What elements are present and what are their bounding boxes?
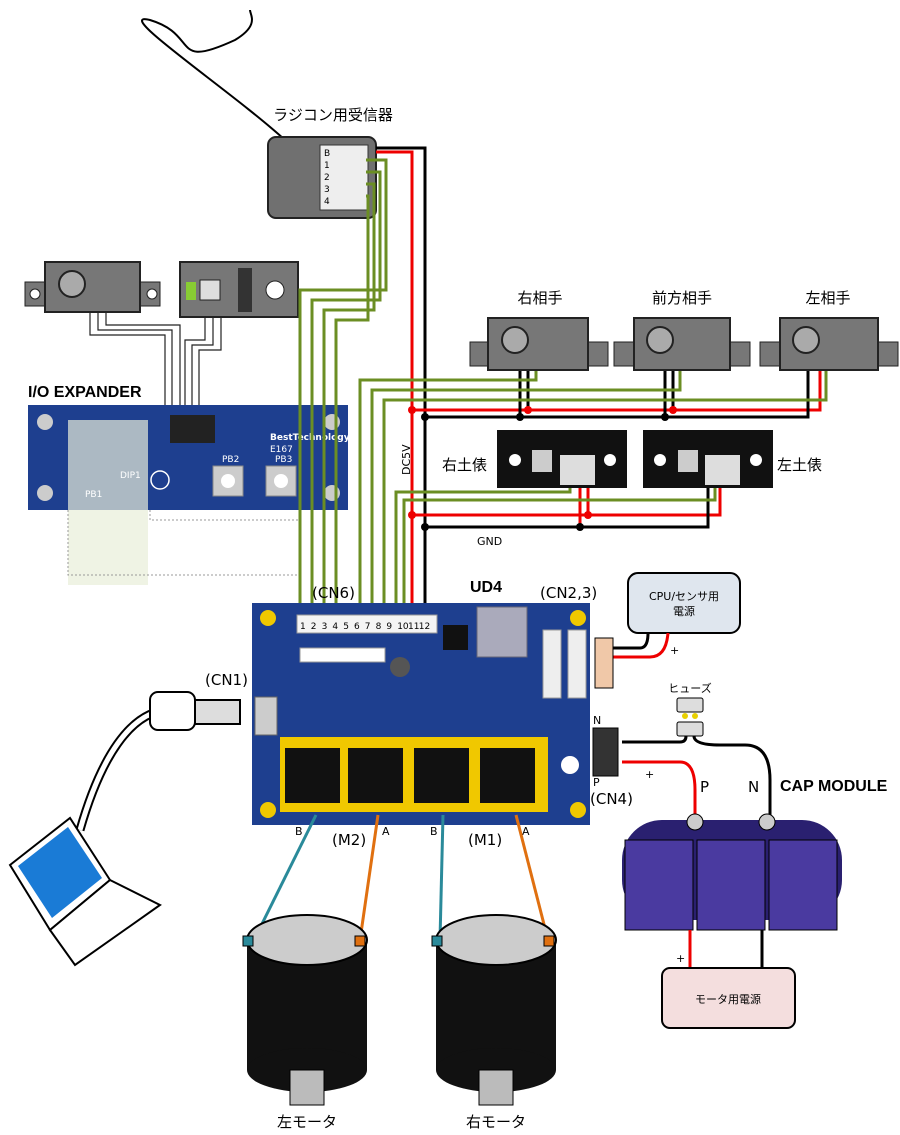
sensor-label: 右相手	[517, 289, 562, 307]
io-expander-title: I/O EXPANDER	[28, 384, 142, 401]
ring-sensor-right	[497, 430, 627, 488]
cn2-connector	[594, 637, 614, 689]
sensor-label: 左土俵	[777, 456, 822, 474]
cn6-pin-label: 9	[386, 622, 392, 632]
receiver-title: ラジコン用受信器	[273, 106, 393, 124]
brand-text: BestTechnology	[270, 433, 350, 443]
dip-label: DIP1	[120, 471, 141, 481]
dc5v-label: DC5V	[400, 444, 413, 475]
button-label: PB3	[275, 455, 292, 465]
cn4-p-label: P	[593, 776, 600, 789]
signal-wires	[298, 158, 828, 615]
cn6-pin-label: 5	[343, 622, 349, 632]
m2-a-label: A	[382, 825, 390, 838]
motor-power-label: モータ用電源	[695, 992, 761, 1006]
cn6-pin-label: 10	[397, 622, 409, 632]
rc-receiver	[267, 136, 377, 219]
pin-label: 4	[324, 197, 330, 207]
cn6-pin-label: 2	[311, 622, 317, 632]
laptop-icon	[8, 816, 162, 967]
cn1-label: (CN1)	[205, 671, 248, 689]
pin-label: 3	[324, 185, 330, 195]
cn6-pin-label: 7	[365, 622, 371, 632]
cn6-pin-label: 11	[408, 622, 419, 632]
sensor-label: 左相手	[805, 289, 850, 307]
io-expander-board	[28, 405, 348, 585]
motor-label: 左モータ	[277, 1113, 337, 1131]
fuse	[676, 697, 704, 737]
cpu-power-label: 電源	[673, 604, 695, 618]
cn4-connector	[592, 727, 619, 777]
m1-label: (M1)	[468, 831, 502, 849]
m2-label: (M2)	[332, 831, 366, 849]
cap-module-title: CAP MODULE	[780, 778, 888, 795]
gnd-label: GND	[477, 535, 502, 548]
right-motor	[431, 914, 557, 1106]
motor-label: 右モータ	[466, 1113, 526, 1131]
m1-b-label: B	[430, 825, 438, 838]
cpu-power-supply	[627, 572, 741, 634]
cn23-label: (CN2,3)	[540, 584, 597, 602]
button-label: PB2	[222, 455, 239, 465]
left-motor	[242, 914, 368, 1106]
usb-plug	[149, 691, 241, 731]
ring-sensor-left	[643, 430, 773, 488]
opponent-sensor-right	[469, 317, 609, 371]
cn6-pin-label: 8	[376, 622, 382, 632]
plus-label: +	[645, 768, 654, 781]
fuse-label: ヒューズ	[668, 681, 711, 695]
antenna-wire	[141, 9, 286, 141]
pin-label: 2	[324, 173, 330, 183]
cn4-n-label: N	[593, 714, 601, 727]
cpu-power-label: CPU/センサ用	[649, 590, 719, 603]
cn6-label: (CN6)	[312, 584, 355, 602]
model-text: E167	[270, 445, 293, 455]
cn6-pin-label: 3	[322, 622, 328, 632]
sensor-label: 右土俵	[442, 456, 487, 474]
motor-power-supply	[661, 967, 796, 1029]
cn4-label: (CN4)	[590, 790, 633, 808]
sensor-label: 前方相手	[652, 289, 712, 307]
pin-label: 1	[324, 161, 330, 171]
cn6-pin-label: 12	[419, 622, 430, 632]
cn6-pin-label: 6	[354, 622, 360, 632]
m1-a-label: A	[522, 825, 530, 838]
cn6-pin-label: 1	[300, 622, 306, 632]
button-label: PB1	[85, 490, 102, 500]
cap-n-label: N	[748, 778, 759, 796]
cap-p-label: P	[700, 778, 709, 796]
pin-label: B	[324, 149, 330, 159]
distance-sensor-left-top	[24, 261, 161, 313]
ud4-title: UD4	[470, 579, 502, 596]
trimmer-module	[179, 261, 299, 318]
plus-label: +	[676, 952, 685, 965]
cn6-pin-label: 4	[332, 622, 338, 632]
opponent-sensor-left	[759, 317, 899, 371]
capacitor-bank	[622, 813, 842, 931]
ud4-board	[252, 603, 590, 825]
opponent-sensor-front	[613, 317, 751, 371]
m2-b-label: B	[295, 825, 303, 838]
plus-label: +	[670, 644, 679, 657]
